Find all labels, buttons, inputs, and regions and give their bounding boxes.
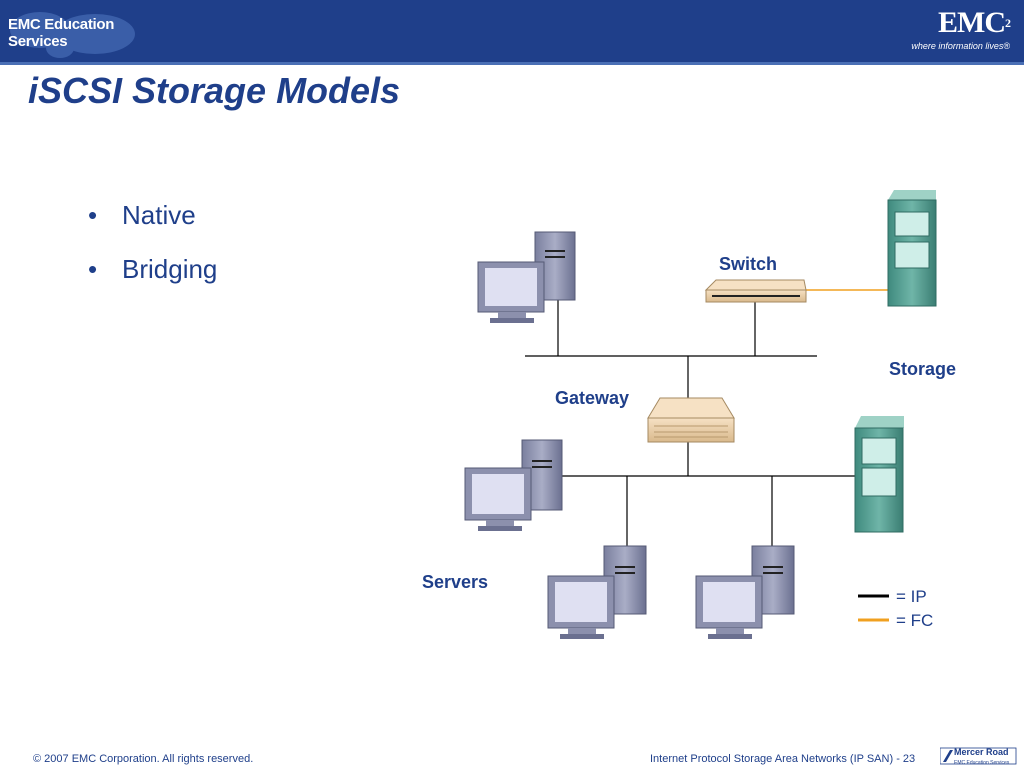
bullet-icon: •: [88, 254, 98, 284]
server-computer-icon: [477, 231, 576, 323]
mercer-road-sub: EMC Education Services: [954, 760, 1010, 766]
servers-label: Servers: [422, 572, 489, 592]
legend-fc-label: = FC: [896, 611, 934, 630]
ip-network-lines: [525, 300, 855, 548]
bullet-item: • Native: [88, 200, 217, 254]
server-computer-icon: [547, 545, 647, 639]
storage-array-icon: [887, 190, 937, 307]
bullet-list: • Native • Bridging: [88, 200, 217, 308]
footer-course: Internet Protocol Storage Area Networks …: [650, 753, 915, 765]
switch-icon: [704, 279, 807, 303]
header-bar: EMC Education Services EMC2 where inform…: [0, 0, 1024, 62]
emc-education-logo: EMC Education Services: [0, 0, 150, 62]
edu-logo-text: EMC Education Services: [8, 16, 115, 50]
bullet-item: • Bridging: [88, 254, 217, 308]
legend-ip-label: = IP: [896, 587, 927, 606]
slide-title: iSCSI Storage Models: [28, 70, 401, 111]
server-computer-icon: [464, 439, 563, 531]
bullet-text: Bridging: [122, 254, 218, 284]
storage-label: Storage: [889, 359, 957, 379]
emc-superscript: 2: [1005, 16, 1011, 30]
emc-wordmark: EMC: [938, 6, 1006, 39]
switch-label: Switch: [719, 254, 778, 274]
bullet-icon: •: [88, 200, 98, 230]
storage-array-icon: [854, 416, 904, 533]
emc-logo: EMC2 where information lives®: [890, 6, 1011, 58]
world-map-icon: [10, 12, 135, 58]
gateway-label: Gateway: [555, 388, 630, 408]
bullet-text: Native: [122, 200, 196, 230]
server-computer-icon: [695, 545, 795, 639]
footer-course-title: Internet Protocol Storage Area Networks …: [650, 753, 894, 765]
page-number: - 23: [896, 753, 916, 765]
header-divider: [0, 62, 1024, 65]
footer-copyright: © 2007 EMC Corporation. All rights reser…: [33, 753, 254, 765]
emc-tagline: where information lives®: [911, 41, 1010, 51]
gateway-icon: [647, 397, 735, 443]
mercer-road-logo: [940, 747, 1017, 765]
mercer-road-name: Mercer Road: [954, 747, 1009, 757]
